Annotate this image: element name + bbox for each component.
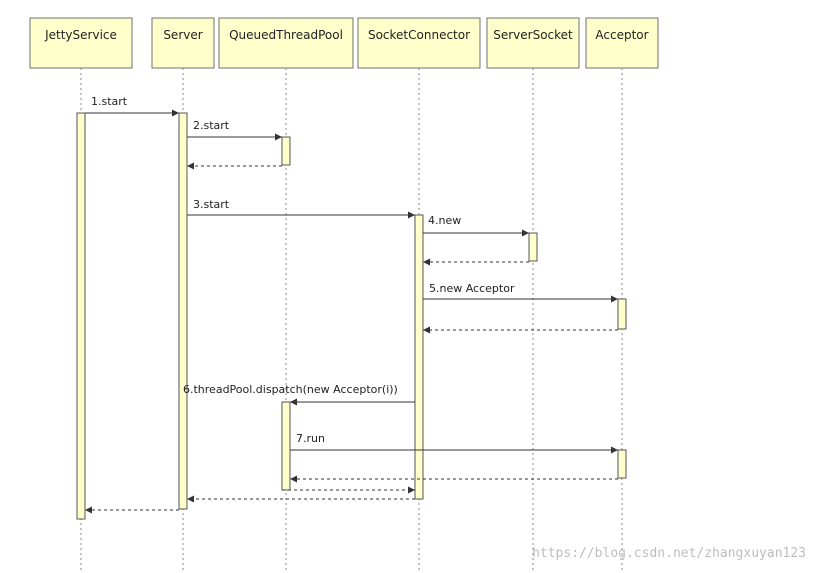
- participant-label-ss: ServerSocket: [493, 28, 573, 42]
- activation-qtp-1: [281, 136, 291, 166]
- activation-acc-1: [617, 298, 627, 330]
- participant-label-qtp: QueuedThreadPool: [229, 28, 343, 42]
- message-label-10: 7.run: [296, 432, 325, 445]
- participant-jetty: JettyService: [29, 17, 133, 69]
- message-label-4: 3.start: [193, 198, 230, 211]
- message-label-5: 4.new: [428, 214, 461, 227]
- participant-server: Server: [151, 17, 215, 69]
- participant-socket-connector: SocketConnector: [357, 17, 481, 69]
- activation-acc-2: [617, 449, 627, 479]
- activation-qtp-2: [281, 401, 291, 491]
- watermark-text: https://blog.csdn.net/zhangxuyan123: [532, 546, 806, 561]
- activation-server: [178, 112, 188, 510]
- message-label-7: 5.new Acceptor: [429, 282, 515, 295]
- message-label-1: 1.start: [91, 95, 128, 108]
- activation-ss: [528, 232, 538, 262]
- participant-acceptor: Acceptor: [585, 17, 659, 69]
- message-label-9: 6.threadPool.dispatch(new Acceptor(i)): [183, 383, 398, 396]
- participant-label-acc: Acceptor: [595, 28, 648, 42]
- participant-label-jetty: JettyService: [44, 28, 117, 42]
- message-label-2: 2.start: [193, 119, 230, 132]
- activation-jetty: [76, 112, 86, 520]
- participant-queued-thread-pool: QueuedThreadPool: [218, 17, 354, 69]
- participant-label-sc: SocketConnector: [368, 28, 470, 42]
- participant-label-server: Server: [163, 28, 202, 42]
- activation-sc: [414, 214, 424, 500]
- participant-server-socket: ServerSocket: [486, 17, 580, 69]
